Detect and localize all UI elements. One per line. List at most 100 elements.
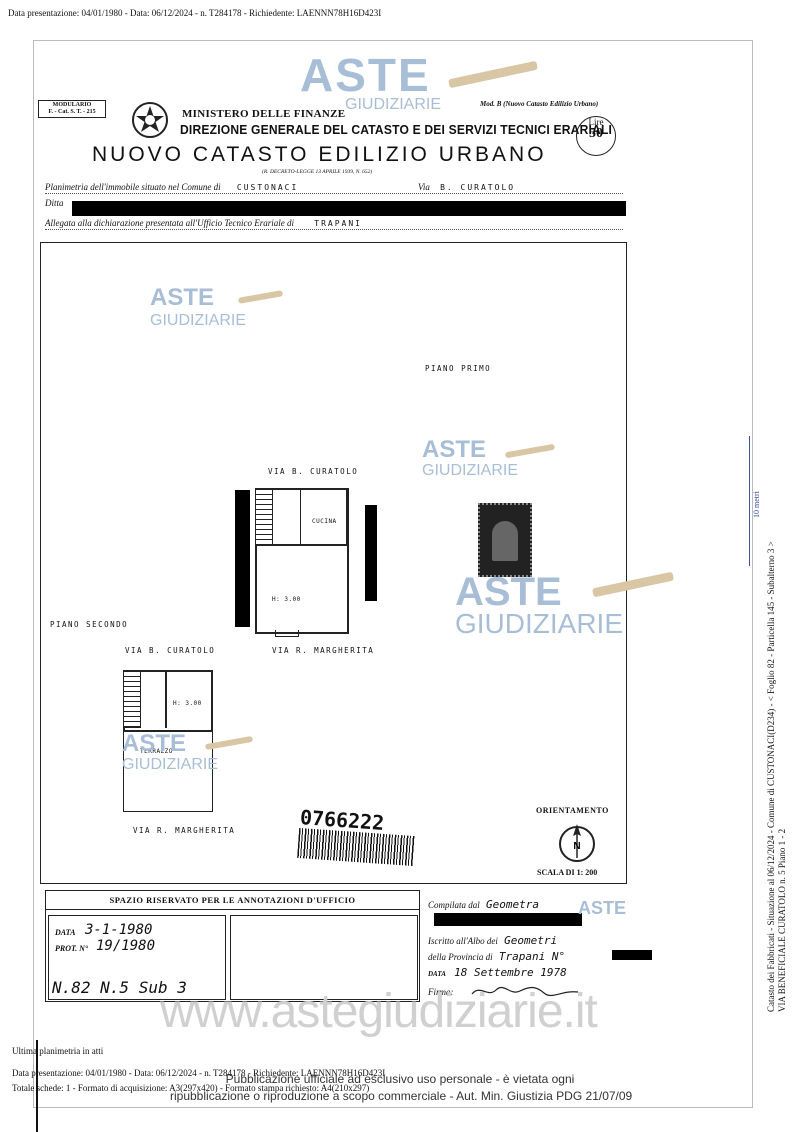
notes-box bbox=[230, 915, 418, 1000]
scale-bar-label: 10 metri bbox=[752, 491, 761, 518]
side-address-info: VIA BENEFICIALE CURATOLO n. 5 Piano 1 - … bbox=[777, 828, 787, 1012]
watermark-giudiziarie: GIUDIZIARIE bbox=[122, 756, 219, 773]
office-stamp-box bbox=[48, 915, 226, 1000]
foglio-particella-note: N.82 N.5 Sub 3 bbox=[52, 978, 187, 997]
watermark-giudiziarie: GIUDIZIARIE bbox=[345, 96, 442, 113]
piano-primo-label: PIANO PRIMO bbox=[425, 364, 492, 373]
planimetria-label: Planimetria dell'immobile situato nel Co… bbox=[45, 182, 221, 192]
terrace-outline bbox=[123, 730, 213, 812]
stairs bbox=[123, 670, 141, 728]
signature-icon bbox=[471, 986, 579, 997]
ditta-label: Ditta bbox=[45, 198, 64, 208]
watermark-aste: ASTE bbox=[300, 49, 431, 101]
north-arrow-icon: N bbox=[559, 824, 595, 862]
comune-value: CUSTONACI bbox=[236, 183, 299, 192]
annotations-header: SPAZIO RISERVATO PER LE ANNOTAZIONI D'UF… bbox=[46, 891, 419, 910]
field-dots bbox=[45, 193, 623, 194]
watermark-giudiziarie: GIUDIZIARIE bbox=[150, 312, 247, 329]
redaction-bar bbox=[72, 201, 626, 216]
floor-plan-area bbox=[40, 242, 627, 884]
republic-emblem-icon bbox=[132, 102, 168, 138]
via-bottom-label-2: VIA R. MARGHERITA bbox=[133, 826, 236, 835]
decreto-note: (R. DECRETO-LEGGE 13 APRILE 1939, N. 652… bbox=[262, 169, 373, 175]
side-cadastral-info: Catasto dei Fabbricati - Situazione al 0… bbox=[766, 541, 776, 1012]
revenue-stamp-icon bbox=[478, 503, 532, 577]
iscritto-label: Iscritto all'Albo dei bbox=[428, 936, 498, 946]
watermark-url: www.astegiudiziarie.it bbox=[160, 985, 598, 1038]
ultima-planimetria: Ultima planimetria in atti bbox=[12, 1046, 104, 1056]
terrazzo-label: TERRAZZO bbox=[140, 748, 173, 755]
header-line: Data presentazione: 04/01/1980 - Data: 0… bbox=[8, 8, 382, 18]
via-top-label: VIA B. CURATOLO bbox=[268, 467, 359, 476]
height-label: H: 3.00 bbox=[272, 596, 301, 603]
allegata-field: Allegata alla dichiarazione presentata a… bbox=[45, 218, 362, 228]
publication-notice-2: ripubblicazione o riproduzione a scopo c… bbox=[170, 1089, 633, 1103]
wall-line bbox=[255, 544, 347, 546]
via-bottom-label: VIA R. MARGHERITA bbox=[272, 646, 375, 655]
publication-notice-1: Pubblicazione ufficiale ad esclusivo uso… bbox=[225, 1072, 575, 1086]
footer-line-1: Data presentazione: 04/01/1980 - Data: 0… bbox=[12, 1068, 386, 1078]
height-label: H: 3.00 bbox=[173, 700, 202, 707]
compilata-label: Compilata dal bbox=[428, 900, 480, 910]
stairs bbox=[255, 488, 273, 546]
direction-title: DIREZIONE GENERALE DEL CATASTO E DEI SER… bbox=[180, 122, 613, 137]
firma-label: Firma: bbox=[428, 987, 454, 997]
modulario-box: MODULARIO F. - Cat. S. T. - 215 bbox=[38, 100, 106, 118]
ministry-title: MINISTERO DELLE FINANZE bbox=[182, 108, 346, 120]
data2-value: 18 Settembre 1978 bbox=[454, 966, 567, 979]
cucina-label: CUCINA bbox=[312, 518, 337, 525]
field-dots bbox=[45, 229, 623, 230]
redaction-bar bbox=[434, 913, 582, 926]
document-title: NUOVO CATASTO EDILIZIO URBANO bbox=[92, 143, 547, 166]
kitchen-room bbox=[300, 488, 347, 546]
modulario-label: MODULARIO bbox=[52, 102, 92, 108]
compilata-field: Compilata dal Geometra bbox=[428, 898, 539, 911]
door-step bbox=[275, 630, 299, 637]
piano-secondo-label: PIANO SECONDO bbox=[50, 620, 129, 629]
scale-label: SCALA DI 1: 200 bbox=[537, 868, 598, 877]
watermark-aste: ASTE bbox=[150, 284, 215, 311]
redaction-bar bbox=[612, 950, 652, 960]
ufficio-value: TRAPANI bbox=[314, 219, 362, 228]
watermark-giudiziarie: GIUDIZIARIE bbox=[455, 608, 624, 639]
prot-label: PROT. N° bbox=[55, 944, 89, 953]
via-top-label-2: VIA B. CURATOLO bbox=[125, 646, 216, 655]
iscritto-field: Iscritto all'Albo dei Geometri bbox=[428, 934, 557, 947]
modulario-code: F. - Cat. S. T. - 215 bbox=[48, 109, 96, 115]
watermark-aste: ASTE bbox=[422, 436, 487, 463]
data2-label: DATA bbox=[428, 970, 446, 978]
redaction-bar bbox=[235, 490, 250, 627]
lire-stamp: Lire 50 bbox=[576, 116, 616, 156]
via-label: Via bbox=[418, 182, 430, 192]
data-value: 3-1-1980 bbox=[85, 922, 153, 938]
north-label: N bbox=[573, 841, 580, 852]
wall-line bbox=[165, 670, 167, 728]
watermark-aste: ASTE bbox=[455, 570, 562, 614]
provincia-field: della Provincia di Trapani N° bbox=[428, 950, 565, 963]
document-frame bbox=[33, 40, 753, 1108]
provincia-label: della Provincia di bbox=[428, 952, 493, 962]
via-field: Via B. CURATOLO bbox=[418, 182, 515, 192]
model-label: Mod. B (Nuovo Catasto Edilizio Urbano) bbox=[480, 100, 599, 108]
provincia-value: Trapani N° bbox=[498, 950, 566, 963]
allegata-label: Allegata alla dichiarazione presentata a… bbox=[45, 218, 294, 228]
data-label: DATA bbox=[55, 928, 76, 937]
data2-field: DATA 18 Settembre 1978 bbox=[428, 966, 567, 979]
margin-line bbox=[36, 1040, 38, 1132]
footer-line-2: Totale schede: 1 - Formato di acquisizio… bbox=[12, 1083, 370, 1093]
annotations-box: SPAZIO RISERVATO PER LE ANNOTAZIONI D'UF… bbox=[45, 890, 420, 1002]
watermark-giudiziarie: GIUDIZIARIE bbox=[422, 462, 519, 479]
prot-value: 19/1980 bbox=[96, 938, 156, 954]
stamp-value: 50 bbox=[589, 126, 603, 141]
watermark-aste: ASTE bbox=[122, 730, 187, 757]
redaction-bar bbox=[365, 505, 377, 601]
iscritto-value: Geometri bbox=[504, 934, 558, 947]
planimetria-field: Planimetria dell'immobile situato nel Co… bbox=[45, 182, 298, 192]
stamp-label: Lire bbox=[588, 117, 604, 127]
floor-plan-outline bbox=[255, 488, 349, 634]
via-value: B. CURATOLO bbox=[440, 183, 516, 192]
scale-bar bbox=[749, 436, 750, 566]
watermark-aste: ASTE bbox=[578, 898, 627, 918]
compilata-value: Geometra bbox=[486, 898, 539, 911]
orientamento-label: ORIENTAMENTO bbox=[536, 806, 609, 815]
